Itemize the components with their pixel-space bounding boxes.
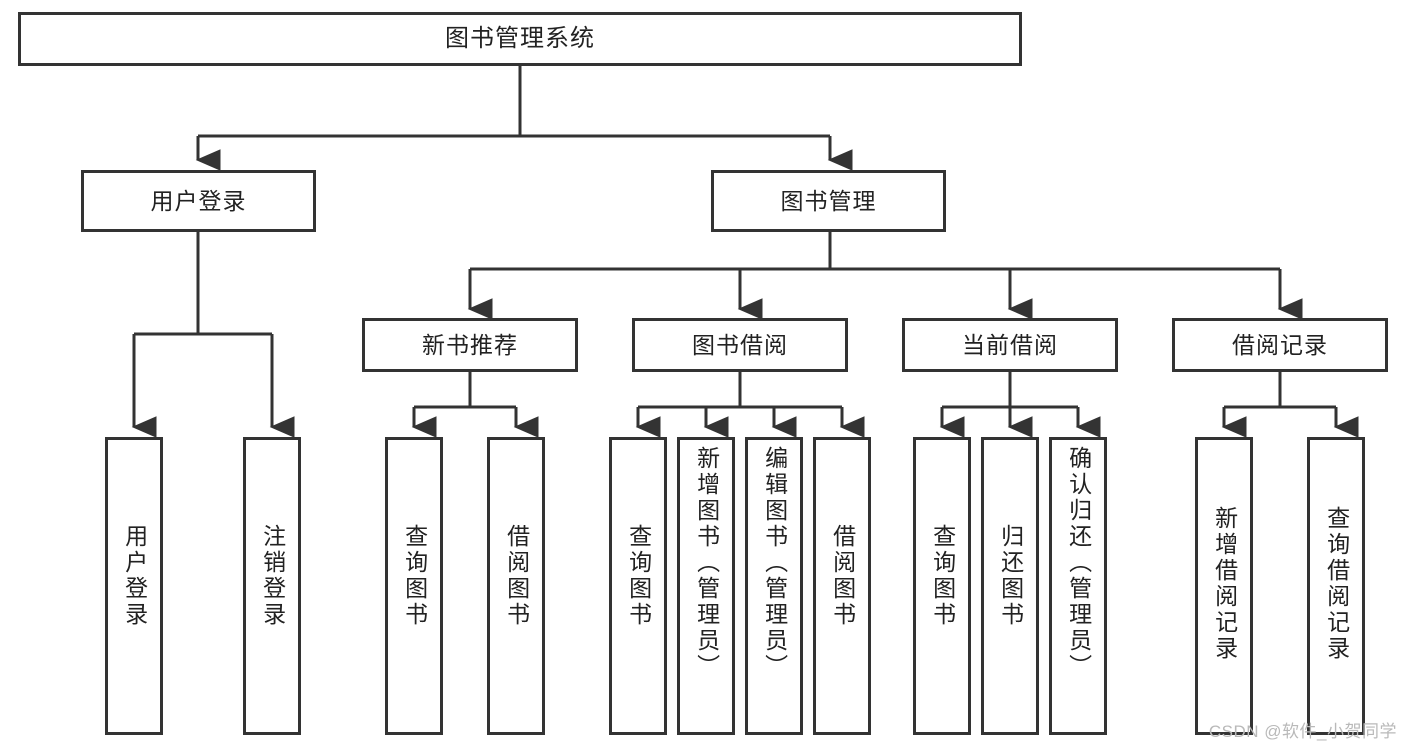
leaf-current-query-book-label: 查询图书 xyxy=(929,524,956,628)
leaf-current-query-book[interactable]: 查询图书 xyxy=(913,437,971,735)
node-book-borrow[interactable]: 图书借阅 xyxy=(632,318,848,372)
leaf-user-login-signout-label: 注销登录 xyxy=(259,524,286,628)
leaf-record-add-record-label: 新增借阅记录 xyxy=(1211,506,1238,662)
watermark-text: CSDN @软件_小贺同学 xyxy=(1208,722,1397,741)
leaf-borrow-edit-book-admin-label: 编辑图书（管理员） xyxy=(761,446,788,680)
leaf-record-query-record[interactable]: 查询借阅记录 xyxy=(1307,437,1365,735)
leaf-record-query-record-label: 查询借阅记录 xyxy=(1323,506,1350,662)
node-borrow-record-label: 借阅记录 xyxy=(1232,331,1328,358)
leaf-borrow-query-book-label: 查询图书 xyxy=(625,524,652,628)
leaf-record-add-record[interactable]: 新增借阅记录 xyxy=(1195,437,1253,735)
leaf-borrow-edit-book-admin[interactable]: 编辑图书（管理员） xyxy=(745,437,803,735)
leaf-user-login-signin-label: 用户登录 xyxy=(121,524,148,628)
leaf-new-book-borrow[interactable]: 借阅图书 xyxy=(487,437,545,735)
leaf-borrow-borrow-book[interactable]: 借阅图书 xyxy=(813,437,871,735)
leaf-new-book-query-label: 查询图书 xyxy=(401,524,428,628)
leaf-borrow-add-book-admin-label: 新增图书（管理员） xyxy=(693,446,720,680)
node-user-login-label: 用户登录 xyxy=(150,187,247,214)
node-new-book-recommend[interactable]: 新书推荐 xyxy=(362,318,578,372)
leaf-borrow-query-book[interactable]: 查询图书 xyxy=(609,437,667,735)
leaf-user-login-signin[interactable]: 用户登录 xyxy=(105,437,163,735)
leaf-borrow-borrow-book-label: 借阅图书 xyxy=(829,524,856,628)
node-current-borrow[interactable]: 当前借阅 xyxy=(902,318,1118,372)
node-borrow-record[interactable]: 借阅记录 xyxy=(1172,318,1388,372)
node-book-management-label: 图书管理 xyxy=(780,187,877,214)
leaf-current-return-book[interactable]: 归还图书 xyxy=(981,437,1039,735)
node-user-login[interactable]: 用户登录 xyxy=(81,170,316,232)
node-current-borrow-label: 当前借阅 xyxy=(962,331,1058,358)
leaf-current-return-book-label: 归还图书 xyxy=(997,524,1024,628)
node-book-borrow-label: 图书借阅 xyxy=(692,331,788,358)
node-root-label: 图书管理系统 xyxy=(445,25,595,53)
node-root-system[interactable]: 图书管理系统 xyxy=(18,12,1022,66)
leaf-new-book-query[interactable]: 查询图书 xyxy=(385,437,443,735)
leaf-current-confirm-return-admin-label: 确认归还（管理员） xyxy=(1065,446,1092,680)
node-new-book-recommend-label: 新书推荐 xyxy=(422,331,518,358)
leaf-borrow-add-book-admin[interactable]: 新增图书（管理员） xyxy=(677,437,735,735)
node-book-management[interactable]: 图书管理 xyxy=(711,170,946,232)
leaf-user-login-signout[interactable]: 注销登录 xyxy=(243,437,301,735)
leaf-new-book-borrow-label: 借阅图书 xyxy=(503,524,530,628)
leaf-current-confirm-return-admin[interactable]: 确认归还（管理员） xyxy=(1049,437,1107,735)
